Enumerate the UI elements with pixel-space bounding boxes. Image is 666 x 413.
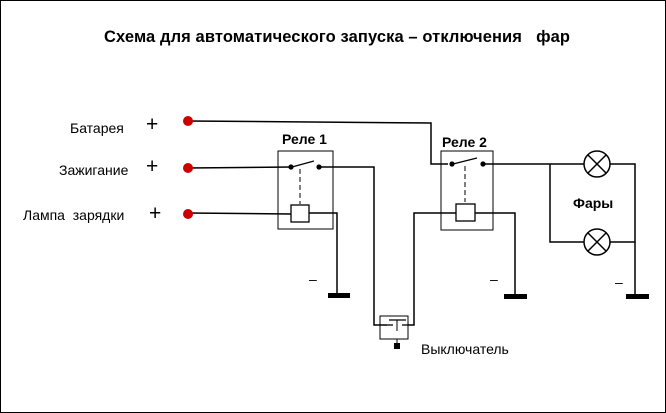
relay-2-coil-ground-wire	[475, 212, 516, 294]
charge-lamp-label: Лампа зарядки	[23, 207, 125, 223]
relay-2	[440, 150, 494, 231]
switch-to-relay-2-wire	[408, 212, 456, 326]
headlights-left-bus	[549, 164, 584, 243]
ignition-terminal	[183, 163, 193, 173]
switch	[379, 315, 409, 349]
relay-1-coil-ground-wire	[309, 212, 338, 293]
switch-label: Выключатель	[421, 341, 509, 357]
battery-label: Батарея	[70, 120, 124, 136]
headlight-top	[583, 150, 611, 178]
relay-1-label: Реле 1	[282, 131, 327, 147]
ground-bar-relay-2	[504, 294, 527, 299]
ignition-label: Зажигание	[59, 162, 129, 178]
ground-bar-relay-1	[328, 293, 350, 298]
ignition-plus-sign: +	[146, 155, 159, 178]
relay-1	[277, 150, 334, 230]
charge-lamp-wire	[187, 212, 292, 215]
headlights-label: Фары	[573, 195, 614, 211]
diagram-title: Схема для автоматического запуска – откл…	[104, 28, 571, 46]
charge-lamp-terminal	[183, 209, 193, 219]
battery-terminal	[183, 116, 193, 126]
ground-symbol-headlights: –	[615, 274, 623, 290]
battery-plus-sign: +	[146, 113, 159, 136]
headlights-right-bus	[609, 163, 636, 243]
battery-wire	[187, 120, 448, 165]
charge-lamp-plus-sign: +	[149, 202, 162, 225]
relay-2-label: Реле 2	[442, 134, 487, 150]
ground-symbol-relay-1: –	[309, 271, 317, 287]
relay-1-output-wire	[319, 166, 387, 326]
ground-symbol-relay-2: –	[490, 271, 498, 287]
headlight-bottom	[583, 228, 611, 256]
ground-bar-headlights	[626, 294, 649, 299]
ignition-wire	[187, 166, 292, 169]
